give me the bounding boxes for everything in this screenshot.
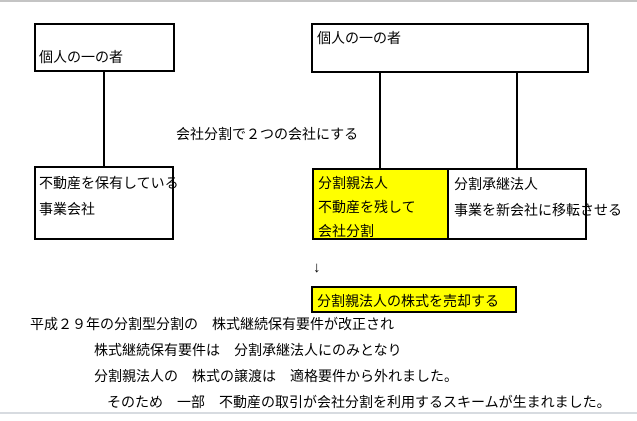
share-sale-label: 分割親法人の株式を売却する xyxy=(317,293,499,309)
owner-right-label: 個人の一の者 xyxy=(317,30,401,46)
box-successor-company: 分割承継法人 事業を新会社に移転させる xyxy=(447,168,622,240)
company-left-line1: 不動産を保有している xyxy=(39,175,179,191)
box-company-left: 不動産を保有している 事業会社 xyxy=(34,166,179,240)
box-parent-company: 分割親法人 不動産を残して 会社分割 xyxy=(312,168,449,240)
down-arrow-icon: ↓ xyxy=(313,259,321,276)
note-line-2: 株式継続保有要件は 分割承継法人にのみとなり xyxy=(94,342,402,358)
top-edge-line xyxy=(0,0,637,2)
note-line-3: 分割親法人の 株式の譲渡は 適格要件から外れました。 xyxy=(94,368,458,384)
owner-left-label: 個人の一の者 xyxy=(39,49,123,65)
parent-company-line3: 会社分割 xyxy=(318,223,374,239)
note-line-4: そのため 一部 不動産の取引が会社分割を利用するスキームが生まれました。 xyxy=(107,394,611,410)
note-line-1: 平成２９年の分割型分割の 株式継続保有要件が改正され xyxy=(30,316,394,332)
box-owner-right: 個人の一の者 xyxy=(311,23,589,73)
connector-owner-right-successor xyxy=(516,72,518,168)
parent-company-line2: 不動産を残して xyxy=(318,199,416,215)
company-left-line2: 事業会社 xyxy=(39,201,95,217)
split-caption: 会社分割で２つの会社にする xyxy=(176,126,359,142)
connector-owner-left xyxy=(103,71,105,166)
connector-owner-right-parent xyxy=(379,72,381,168)
successor-company-line1: 分割承継法人 xyxy=(454,176,538,192)
successor-company-line2: 事業を新会社に移転させる xyxy=(454,202,622,218)
parent-company-line1: 分割親法人 xyxy=(318,175,388,191)
box-share-sale: 分割親法人の株式を売却する xyxy=(311,286,517,313)
box-owner-left: 個人の一の者 xyxy=(34,23,175,72)
bottom-edge-line xyxy=(0,412,637,414)
